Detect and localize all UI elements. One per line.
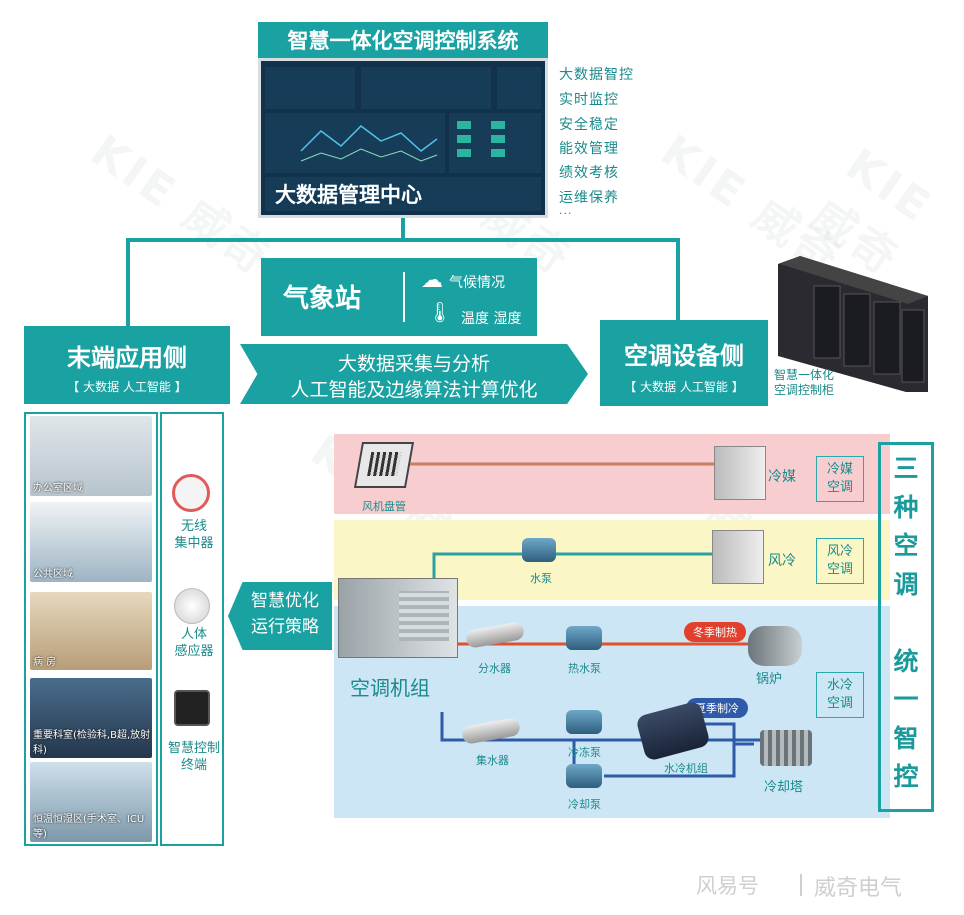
boiler-icon: [748, 626, 802, 666]
feature-item: 能效管理: [559, 141, 619, 157]
cooling-tower-icon: [760, 730, 812, 766]
system-title: 智慧一体化空调控制系统: [258, 22, 548, 58]
ac-unit-label: 空调机组: [350, 676, 430, 700]
boiler-label: 锅炉: [756, 672, 783, 687]
device-control-terminal: 智慧控制 终端: [167, 741, 220, 773]
water-pump-label: 水泵: [530, 572, 552, 585]
water-cooled-ac-label: 水冷 空调: [816, 672, 864, 718]
banner-line2: 人工智能及边缘算法计算优化: [290, 379, 538, 401]
thermometer-icon: 🌡: [427, 300, 453, 324]
weather-temp-humidity-label: 温度 湿度: [461, 311, 522, 327]
photo-caption: 恒温恒湿区(手术室、ICU等): [33, 814, 145, 840]
air-cooled-unit-icon: [712, 530, 764, 584]
cabinet-graphic: [778, 256, 928, 392]
photo-key-departments: 重要科室(检验科,B超,放射科): [30, 678, 152, 758]
terminal-side-box: 末端应用侧 【 大数据 人工智能 】: [24, 326, 230, 404]
photo-caption: 重要科室(检验科,B超,放射科): [33, 730, 151, 756]
distributor-label: 分水器: [478, 662, 511, 675]
connector-line: [126, 238, 680, 242]
refrigerant-band: [334, 434, 890, 514]
feature-item: ...: [559, 204, 573, 217]
terminal-side-title: 末端应用侧: [67, 344, 187, 372]
feature-item: 安全稳定: [559, 117, 619, 133]
refrigerant-ac-label: 冷媒 空调: [816, 456, 864, 502]
footer-brand: 威奇电气: [814, 876, 903, 901]
photo-ward: 病 房: [30, 592, 152, 670]
cloud-sun-icon: ☁: [421, 268, 443, 293]
fan-coil-icon: [353, 442, 415, 488]
weather-climate-label: 气候情况: [449, 275, 505, 291]
connector-line: [676, 238, 680, 320]
cabinet-label: 智慧一体化 空调控制柜: [774, 368, 835, 397]
equipment-side-title: 空调设备侧: [624, 342, 744, 370]
connector-line: [126, 238, 130, 326]
cooling-pump-icon: [566, 764, 602, 788]
footer-divider: [800, 874, 802, 896]
fan-coil-label: 风机盘管: [362, 500, 406, 513]
control-terminal-icon: [174, 690, 210, 726]
unified-control-frame: [878, 442, 934, 812]
data-analysis-banner: 大数据采集与分析 人工智能及边缘算法计算优化: [240, 344, 588, 404]
unified-control-title: 三 种 空 调 统 一 智 控: [893, 454, 919, 791]
collector-label: 集水器: [476, 754, 509, 767]
cooling-pump-label: 冷却泵: [568, 798, 601, 811]
air-handling-unit-icon: [338, 578, 458, 658]
feature-item: 大数据智控: [559, 67, 634, 83]
motion-sensor-icon: [174, 588, 210, 624]
photo-caption: 办公室区域: [33, 483, 83, 494]
weather-station-box: 气象站 ☁ 气候情况 🌡 温度 湿度: [261, 258, 537, 336]
dashboard-graphic: [261, 61, 545, 215]
photo-column-frame: [24, 412, 158, 846]
chilled-pump-label: 冷冻泵: [568, 746, 601, 759]
terminal-side-subtitle: 【 大数据 人工智能 】: [67, 380, 187, 394]
strategy-label: 智慧优化 运行策略: [251, 591, 319, 637]
footer-source: 风易号: [696, 874, 759, 898]
concentrator-icon: [172, 474, 210, 512]
control-cabinet: [778, 256, 938, 392]
feature-item: 运维保养: [559, 190, 619, 206]
air-cooled-ac-label: 风冷 空调: [816, 538, 864, 584]
weather-divider: [403, 272, 405, 322]
cooling-tower-label: 冷却塔: [764, 780, 804, 795]
hot-water-pump-icon: [566, 626, 602, 650]
photo-caption: 公共区域: [33, 569, 73, 580]
connector-line: [401, 218, 405, 240]
hot-water-pump-label: 热水泵: [568, 662, 601, 675]
photo-constant-temp: 恒温恒湿区(手术室、ICU等): [30, 762, 152, 842]
chilled-pump-icon: [566, 710, 602, 734]
device-motion-sensor: 人体 感应器: [174, 627, 214, 659]
feature-item: 实时监控: [559, 92, 619, 108]
device-column-frame: [160, 412, 224, 846]
feature-item: 绩效考核: [559, 165, 619, 181]
dashboard-caption: 大数据管理中心: [275, 183, 422, 207]
photo-caption: 病 房: [33, 657, 57, 668]
watermark: KIE 威奇: [81, 125, 282, 287]
weather-station-title: 气象站: [283, 284, 362, 314]
banner-line1: 大数据采集与分析: [337, 353, 490, 375]
equipment-side-subtitle: 【 大数据 人工智能 】: [624, 380, 744, 394]
photo-public-area: 公共区域: [30, 502, 152, 582]
dashboard-screenshot: 大数据管理中心: [258, 58, 548, 218]
photo-office: 办公室区域: [30, 416, 152, 496]
winter-heating-tag: 冬季制热: [684, 622, 746, 642]
refrigerant-label: 冷媒: [768, 469, 796, 485]
strategy-arrow: 智慧优化 运行策略: [228, 582, 332, 650]
device-concentrator: 无线 集中器: [174, 519, 214, 551]
refrigerant-unit-icon: [714, 446, 766, 500]
water-pump-icon: [522, 538, 556, 562]
air-cooled-label: 风冷: [768, 553, 796, 569]
equipment-side-box: 空调设备侧 【 大数据 人工智能 】: [600, 320, 768, 406]
chiller-label: 水冷机组: [664, 762, 708, 775]
